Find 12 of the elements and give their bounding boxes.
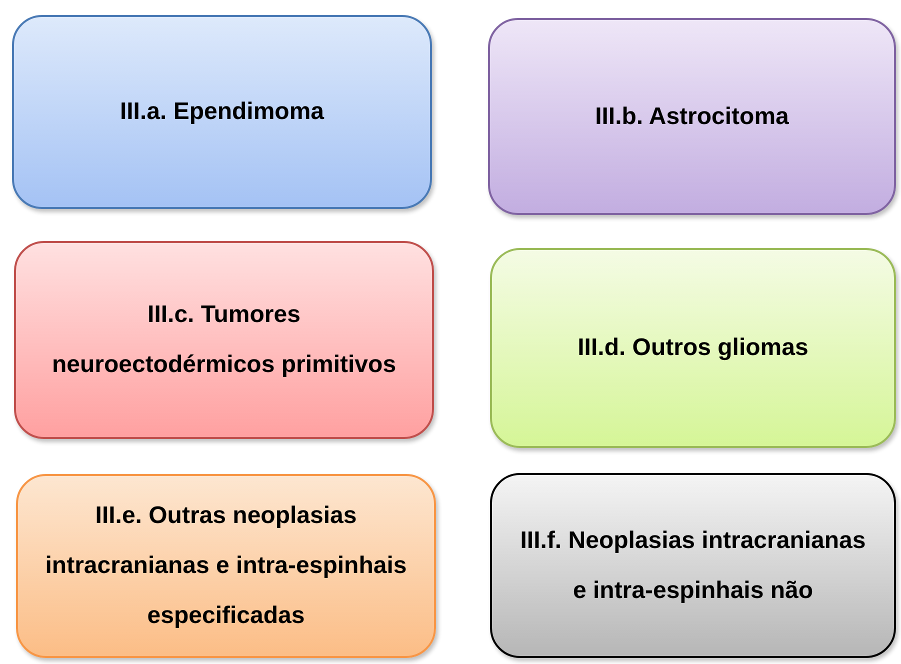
category-label: III.d. Outros gliomas	[576, 333, 810, 363]
category-box	[16, 474, 436, 658]
category-box	[14, 241, 434, 439]
category-label: III.c. Tumores neuroectodérmicos primitivos	[50, 300, 398, 380]
category-box	[490, 248, 896, 448]
category-box	[488, 18, 896, 215]
category-label: III.a. Ependimoma	[118, 97, 326, 127]
category-label: III.b. Astrocitoma	[594, 102, 790, 132]
category-label: III.e. Outras neoplasias intracranianas e intra-espinhais especificadas	[44, 501, 408, 631]
category-box	[490, 473, 896, 658]
category-box	[12, 15, 432, 209]
category-label: III.f. Neoplasias intracranianas e intra-espinhais não	[519, 526, 867, 606]
